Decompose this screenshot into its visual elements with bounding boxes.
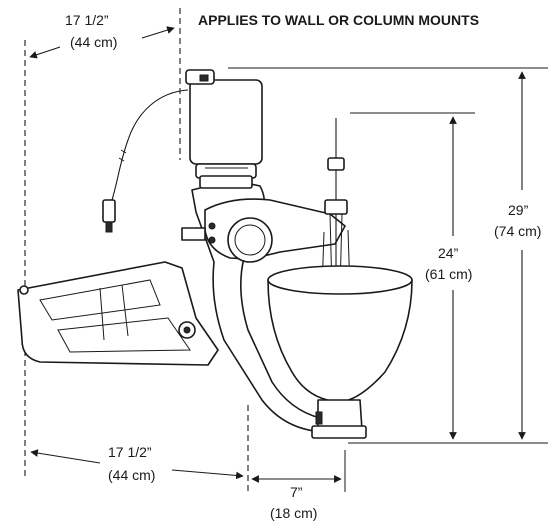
outer-height-metric: (74 cm) [494, 223, 541, 239]
gear-head-hub [227, 217, 273, 263]
motor-housing [189, 79, 263, 165]
inner-height-dimension: 24” (61 cm) [350, 112, 475, 440]
inner-height-imperial: 24” [438, 245, 459, 261]
top-width-metric: (44 cm) [70, 34, 117, 50]
bottom-width-metric: (44 cm) [108, 467, 155, 483]
mixer-illustration [17, 69, 413, 439]
header-label: APPLIES TO WALL OR COLUMN MOUNTS [198, 12, 479, 28]
wall-pivot-bolt [19, 285, 29, 295]
outer-height-imperial: 29” [508, 202, 529, 218]
power-cord [111, 89, 189, 201]
gear-head [204, 198, 346, 260]
bowl-rim [267, 265, 413, 295]
cord-plug [102, 199, 116, 223]
swing-arm [17, 261, 219, 366]
inner-height-metric: (61 cm) [425, 266, 472, 282]
bottom-width-imperial: 17 1/2” [108, 444, 152, 460]
outer-height-dimension: 29” (74 cm) [228, 67, 548, 444]
top-width-imperial: 17 1/2” [65, 12, 109, 28]
offset-dimension: 7” (18 cm) [251, 450, 346, 521]
top-width-dimension: 17 1/2” (44 cm) [29, 12, 175, 59]
offset-metric: (18 cm) [270, 505, 317, 521]
offset-imperial: 7” [290, 484, 303, 500]
bottom-width-dimension: 17 1/2” (44 cm) [30, 444, 244, 483]
spindle-collar [327, 157, 345, 171]
